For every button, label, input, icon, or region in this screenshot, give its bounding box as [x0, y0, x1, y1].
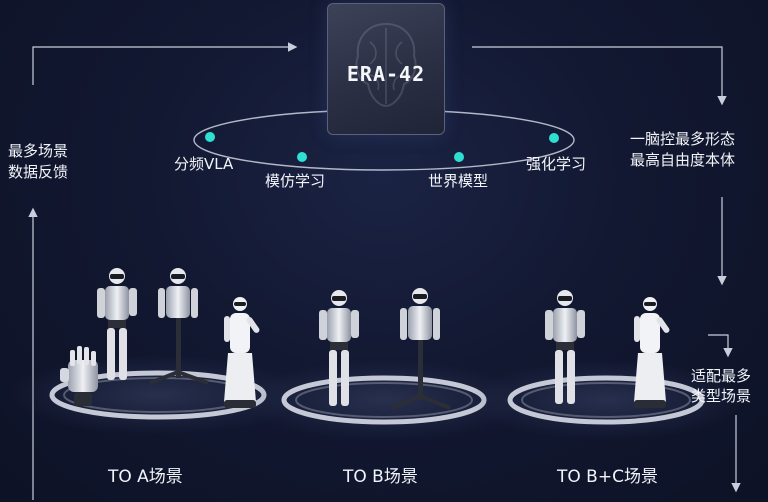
right-top-note-line-2: 最高自由度本体: [630, 151, 736, 169]
right-bottom-note-line-1: 适配最多: [691, 367, 752, 385]
right-bottom-note: 适配最多 类型场景: [691, 366, 751, 406]
robot-hand-icon: [60, 346, 98, 406]
capability-label-reinforcement-learning: 强化学习: [526, 155, 587, 173]
capability-label-imitation-learning: 模仿学习: [265, 172, 326, 190]
scene-label-to-b: TO B场景: [343, 467, 418, 487]
service-robot-icon: [224, 297, 260, 408]
capability-label-world-model: 世界模型: [428, 172, 489, 190]
right-top-note-line-1: 一脑控最多形态: [630, 130, 736, 148]
scene-label-to-a: TO A场景: [108, 467, 183, 487]
chip-title: ERA-42: [346, 62, 426, 86]
orbit-dots: [205, 132, 559, 162]
capability-label-vla: 分频VLA: [174, 155, 234, 173]
left-note-line-2: 数据反馈: [8, 163, 69, 181]
flow-line-right-bracket: [708, 334, 733, 358]
scene-label-to-b-c: TO B+C场景: [557, 467, 658, 487]
right-top-note: 一脑控最多形态 最高自由度本体: [630, 129, 735, 171]
stand-robot-icon-b: [391, 288, 451, 410]
era-42-chip: ERA-42: [327, 3, 445, 135]
platform-c: [466, 360, 746, 440]
orbit-dot-1: [205, 132, 215, 142]
right-bottom-note-line-2: 类型场景: [691, 387, 752, 405]
humanoid-robot-icon: [97, 268, 137, 380]
left-note-line-1: 最多场景: [8, 142, 69, 160]
orbit-dot-2: [297, 152, 307, 162]
orbit-dot-4: [549, 133, 559, 143]
stand-robot-icon: [149, 268, 209, 385]
left-note: 最多场景 数据反馈: [8, 141, 68, 183]
brain-chip-icon: [355, 22, 417, 108]
flow-line-left: [32, 42, 298, 85]
humanoid-robot-icon-c: [545, 290, 585, 404]
service-robot-icon-c: [634, 297, 670, 408]
orbit-dot-3: [454, 152, 464, 162]
humanoid-robot-icon-b: [319, 290, 359, 406]
flow-line-right: [472, 46, 727, 106]
